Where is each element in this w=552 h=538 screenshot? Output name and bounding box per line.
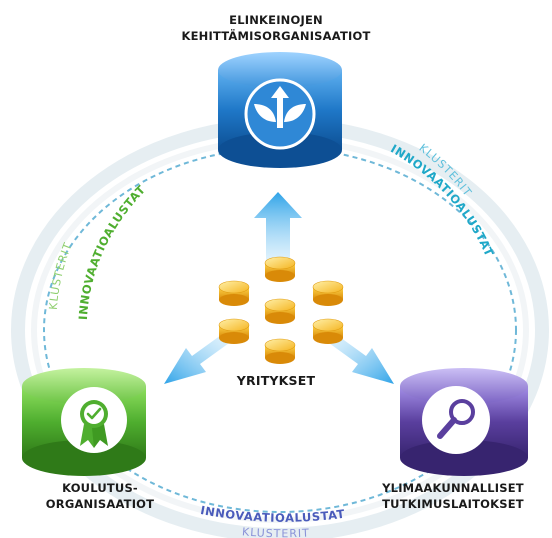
center-label-text: YRITYKSET — [236, 373, 316, 388]
coin-icon — [218, 318, 250, 344]
node-left — [22, 368, 146, 476]
magnifier-icon — [437, 399, 475, 439]
node-label-right: YLIMAAKUNNALLISET TUTKIMUSLAITOKSET — [368, 480, 538, 512]
node-label-top: ELINKEINOJEN KEHITTÄMISORGANISAATIOT — [176, 12, 376, 44]
award-ribbon-icon — [80, 400, 108, 448]
coin-icon — [312, 318, 344, 344]
center-label: YRITYKSET — [206, 373, 346, 389]
arrow-up — [254, 192, 302, 270]
ring-left-light: KLUSTERIT — [47, 240, 75, 310]
arrows — [164, 192, 394, 384]
node-label-top-line2: KEHITTÄMISORGANISAATIOT — [181, 29, 371, 43]
coin-icon — [264, 338, 296, 364]
ring-bottom-light: KLUSTERIT — [242, 525, 311, 538]
node-label-left-line1: KOULUTUS- — [62, 481, 138, 495]
ring-left-strong: INNOVAATIOALUSTAT — [76, 182, 148, 320]
node-label-left-line2: ORGANISAATIOT — [45, 497, 155, 511]
node-label-right-line1: YLIMAAKUNNALLISET — [382, 481, 524, 495]
node-right — [400, 368, 528, 476]
coin-icon — [218, 280, 250, 306]
node-label-top-line1: ELINKEINOJEN — [229, 13, 323, 27]
coin-icon — [264, 298, 296, 324]
coin-cluster — [218, 256, 344, 364]
coin-icon — [312, 280, 344, 306]
plant-sprout-icon — [254, 86, 306, 128]
arrow-left — [164, 330, 236, 384]
coin-icon — [264, 256, 296, 282]
node-label-left: KOULUTUS- ORGANISAATIOT — [20, 480, 180, 512]
node-label-right-line2: TUTKIMUSLAITOKSET — [382, 497, 524, 511]
arrow-right — [322, 330, 394, 384]
node-top — [218, 52, 342, 168]
